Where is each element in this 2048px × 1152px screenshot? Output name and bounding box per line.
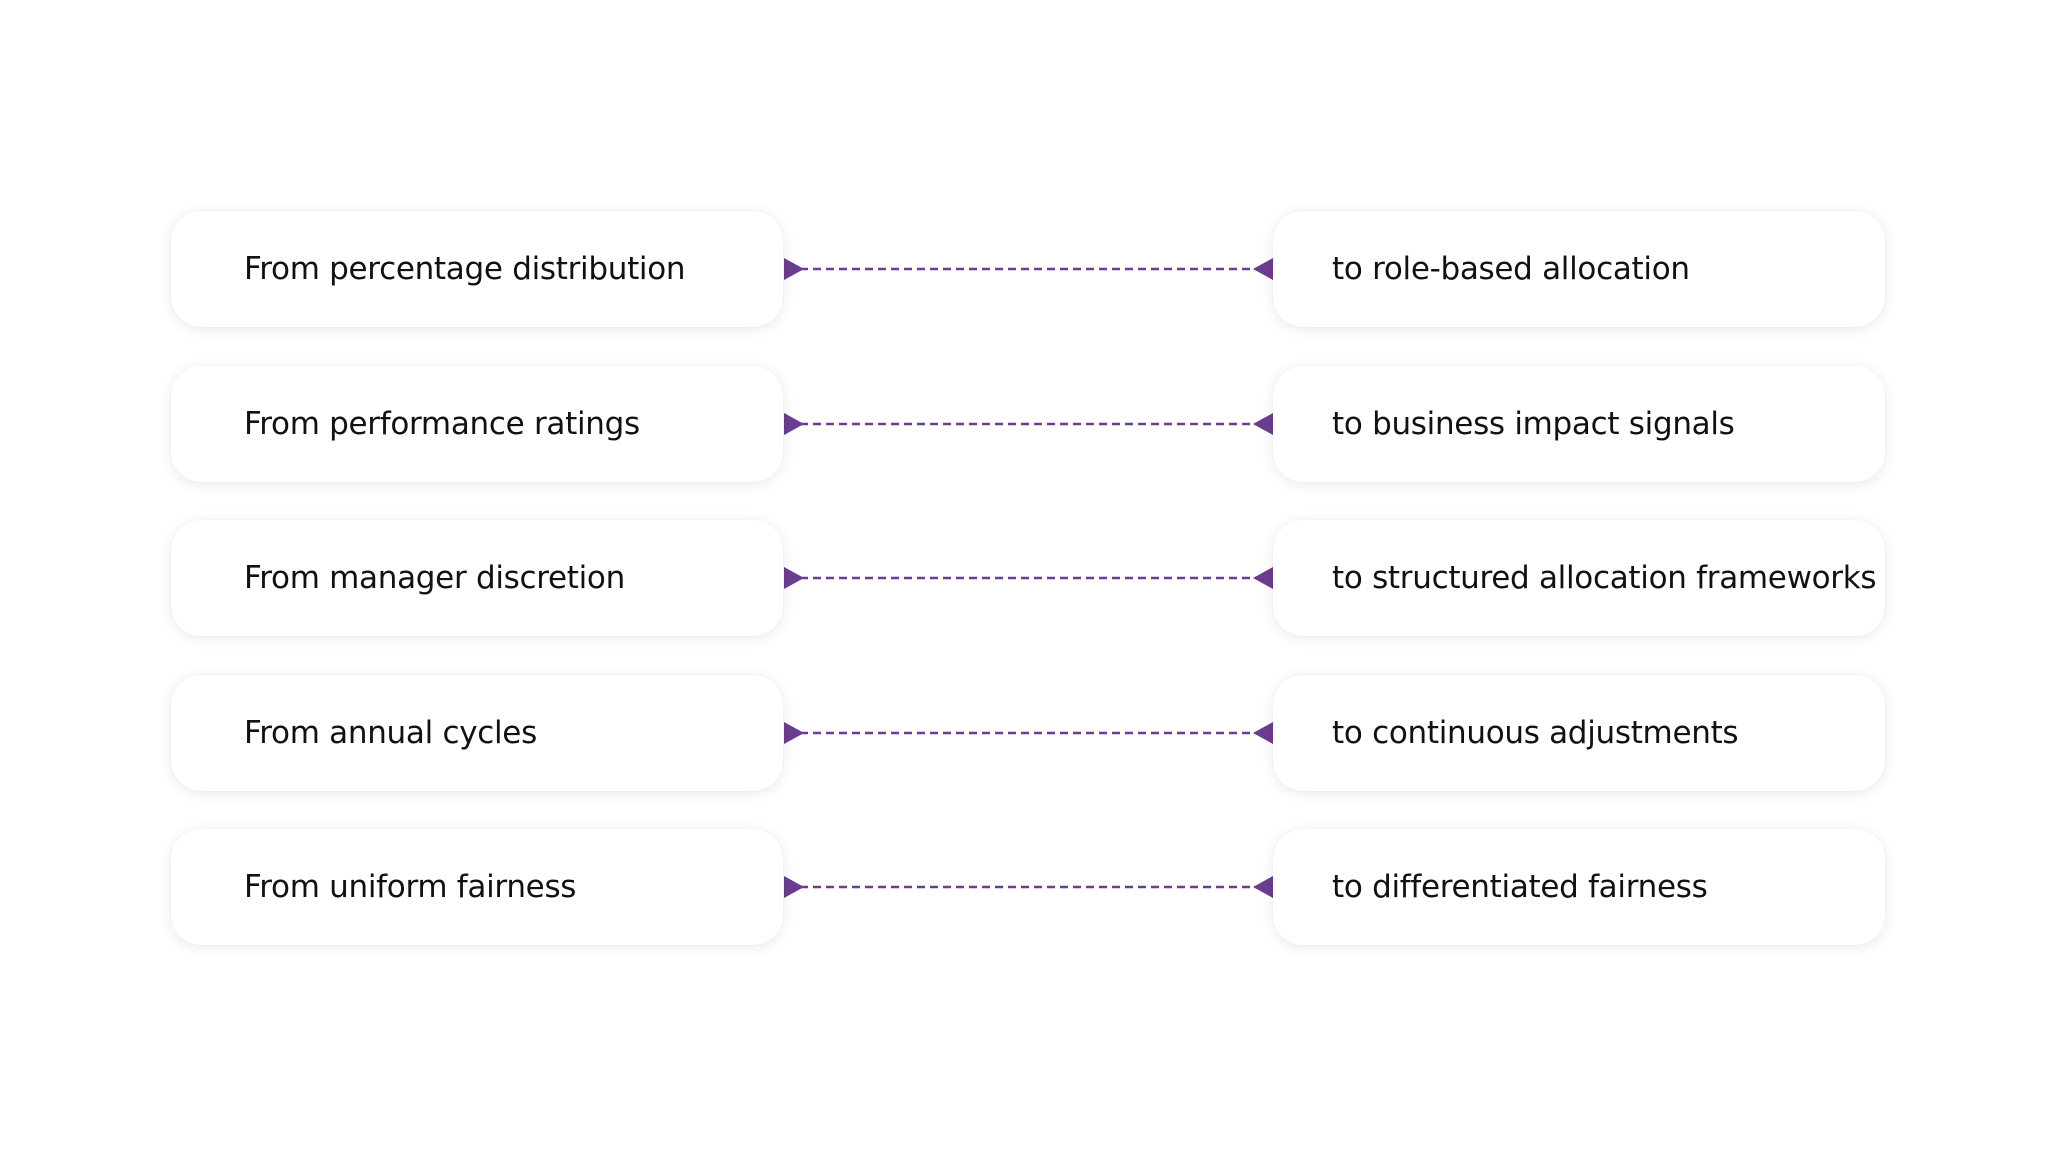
arrow-right-marker xyxy=(1253,876,1273,898)
to-box-structured-allocation-frameworks: to structured allocation frameworks xyxy=(1273,520,1885,636)
from-box-manager-discretion: From manager discretion xyxy=(171,520,783,636)
from-box-annual-cycles: From annual cycles xyxy=(171,675,783,791)
from-box-uniform-fairness: From uniform fairness xyxy=(171,829,783,945)
to-box-role-based-allocation: to role-based allocation xyxy=(1273,211,1885,327)
from-label: From percentage distribution xyxy=(244,251,686,287)
connector-row-4 xyxy=(784,722,1273,744)
arrow-left-marker xyxy=(784,567,804,589)
from-label: From uniform fairness xyxy=(244,869,577,905)
connector-row-1 xyxy=(784,258,1273,280)
to-label: to continuous adjustments xyxy=(1332,715,1739,751)
from-box-performance-ratings: From performance ratings xyxy=(171,366,783,482)
arrow-right-marker xyxy=(1253,722,1273,744)
from-label: From annual cycles xyxy=(244,715,537,751)
arrow-left-marker xyxy=(784,258,804,280)
connector-row-2 xyxy=(784,413,1273,435)
to-label: to role-based allocation xyxy=(1332,251,1690,287)
connector-row-5 xyxy=(784,876,1273,898)
to-box-business-impact-signals: to business impact signals xyxy=(1273,366,1885,482)
to-label: to structured allocation frameworks xyxy=(1332,560,1877,596)
from-label: From performance ratings xyxy=(244,406,640,442)
arrow-right-marker xyxy=(1253,413,1273,435)
connector-row-3 xyxy=(784,567,1273,589)
to-label: to differentiated fairness xyxy=(1332,869,1708,905)
arrow-left-marker xyxy=(784,722,804,744)
to-box-differentiated-fairness: to differentiated fairness xyxy=(1273,829,1885,945)
to-label: to business impact signals xyxy=(1332,406,1735,442)
arrow-right-marker xyxy=(1253,258,1273,280)
arrow-right-marker xyxy=(1253,567,1273,589)
arrow-left-marker xyxy=(784,876,804,898)
from-box-percentage-distribution: From percentage distribution xyxy=(171,211,783,327)
to-box-continuous-adjustments: to continuous adjustments xyxy=(1273,675,1885,791)
from-label: From manager discretion xyxy=(244,560,625,596)
arrow-left-marker xyxy=(784,413,804,435)
